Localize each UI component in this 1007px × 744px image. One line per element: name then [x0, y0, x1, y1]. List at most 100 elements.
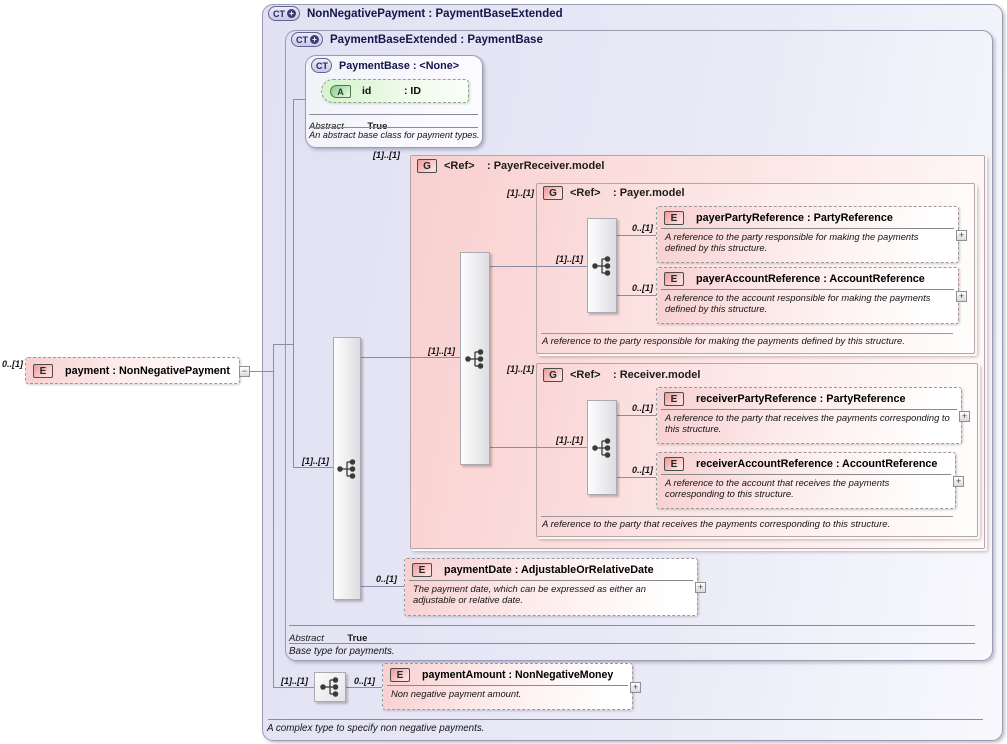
- header-receiver-model[interactable]: G <Ref> : Receiver.model: [543, 368, 700, 382]
- cardinality-sequence-receiver: [1]..[1]: [556, 435, 583, 445]
- group-type: : Receiver.model: [613, 369, 701, 381]
- payer-model-annotation: A reference to the party responsible for…: [542, 336, 905, 347]
- header-nonnegativepayment[interactable]: CT NonNegativePayment : PaymentBaseExten…: [268, 6, 563, 21]
- connector-branch-bottom: [273, 687, 315, 688]
- connector-to-paymentdate: [360, 586, 405, 587]
- box-title: PaymentBase : <None>: [339, 59, 460, 72]
- cardinality-paymentamount: 0..[1]: [354, 676, 376, 686]
- divider: [541, 333, 953, 334]
- cardinality-sequence-payer: [1]..[1]: [556, 254, 583, 264]
- element-description: A reference to the party that receives t…: [665, 412, 950, 434]
- cardinality-sequence-payerreceiver: [1]..[1]: [428, 346, 455, 356]
- complex-type-icon: CT: [268, 6, 300, 21]
- element-description: A reference to the account that receives…: [665, 477, 890, 499]
- divider: [289, 625, 975, 626]
- connector-payment: [250, 371, 274, 372]
- element-title: payerAccountReference : AccountReference: [696, 273, 925, 285]
- cardinality-payer-group: [1]..[1]: [507, 188, 534, 198]
- connector-to-paymentamount: [346, 687, 383, 688]
- element-payerpartyreference[interactable]: E payerPartyReference : PartyReference A…: [656, 206, 967, 263]
- element-receiverpartyreference[interactable]: E receiverPartyReference : PartyReferenc…: [656, 387, 970, 444]
- attribute-name: id: [362, 85, 372, 97]
- divider: [309, 127, 478, 128]
- divider: [409, 580, 693, 581]
- element-icon: E: [664, 392, 684, 406]
- collapse-button[interactable]: −: [239, 366, 250, 377]
- sequence-bar-receiver: [587, 400, 617, 495]
- connector-to-payerpartyreference: [616, 235, 657, 236]
- group-icon: G: [543, 368, 563, 382]
- expand-button[interactable]: +: [956, 230, 967, 241]
- receiver-model-annotation: A reference to the party that receives t…: [542, 519, 891, 530]
- abstract-label: Abstract: [309, 121, 344, 132]
- attribute-id[interactable]: A id : ID: [321, 79, 469, 103]
- group-name: <Ref>: [444, 160, 475, 172]
- cardinality-payment: 0..[1]: [2, 359, 24, 369]
- header-paymentbase[interactable]: CT PaymentBase : <None>: [311, 58, 459, 73]
- element-icon: E: [664, 272, 684, 286]
- cardinality-payerpartyreference: 0..[1]: [632, 223, 654, 233]
- sequence-icon: [592, 437, 611, 458]
- element-description: The payment date, which can be expressed…: [413, 583, 646, 605]
- group-icon: G: [543, 186, 563, 200]
- connector-to-receiveraccountreference: [616, 477, 657, 478]
- plus-circle-icon: [310, 35, 319, 44]
- connector-to-receiver-group: [489, 447, 588, 448]
- connector-to-sequence-bar: [293, 467, 334, 468]
- element-title: receiverPartyReference : PartyReference: [696, 393, 906, 405]
- plus-circle-icon: [287, 9, 296, 18]
- expand-button[interactable]: +: [953, 476, 964, 487]
- element-icon: E: [390, 668, 410, 682]
- cardinality-receiveraccountreference: 0..[1]: [632, 465, 654, 475]
- expand-button[interactable]: +: [695, 582, 706, 593]
- cardinality-receiver-group: [1]..[1]: [507, 364, 534, 374]
- attribute-icon: A: [330, 84, 351, 98]
- nonnegativepayment-annotation: A complex type to specify non negative p…: [267, 723, 485, 734]
- divider: [661, 228, 954, 229]
- attribute-type: : ID: [404, 85, 421, 97]
- header-paymentbaseextended[interactable]: CT PaymentBaseExtended : PaymentBase: [291, 32, 543, 47]
- element-payment[interactable]: E payment : NonNegativePayment −: [25, 357, 250, 384]
- divider: [289, 643, 975, 644]
- abstract-row-paymentbase: Abstract True: [309, 116, 387, 134]
- element-payeraccountreference[interactable]: E payerAccountReference : AccountReferen…: [656, 267, 967, 324]
- element-icon: E: [412, 563, 432, 577]
- element-paymentdate[interactable]: E paymentDate : AdjustableOrRelativeDate…: [404, 558, 706, 616]
- abstract-row-paymentbaseextended: Abstract True: [289, 628, 367, 646]
- expand-button[interactable]: +: [956, 291, 967, 302]
- connector-to-receiverpartyreference: [616, 415, 657, 416]
- abstract-label: Abstract: [289, 633, 324, 644]
- group-name: <Ref>: [570, 369, 601, 381]
- expand-button[interactable]: +: [959, 411, 970, 422]
- cardinality-payeraccountreference: 0..[1]: [632, 283, 654, 293]
- connector-to-paymentbase: [293, 99, 306, 100]
- sequence-icon: [592, 255, 611, 276]
- sequence-icon-box-paymentamount: [314, 672, 346, 702]
- element-title: paymentAmount : NonNegativeMoney: [422, 669, 614, 681]
- cardinality-amount-sequence: [1]..[1]: [281, 676, 308, 686]
- element-receiveraccountreference[interactable]: E receiverAccountReference : AccountRefe…: [656, 452, 964, 509]
- divider: [268, 719, 983, 720]
- paymentbaseextended-annotation: Base type for payments.: [289, 646, 395, 657]
- group-type: : Payer.model: [613, 187, 685, 199]
- divider: [661, 409, 957, 410]
- sequence-icon: [337, 458, 356, 479]
- element-paymentamount[interactable]: E paymentAmount : NonNegativeMoney Non n…: [382, 663, 641, 710]
- group-name: <Ref>: [570, 187, 601, 199]
- expand-button[interactable]: +: [630, 682, 641, 693]
- sequence-bar-paymentbaseextended: [333, 337, 361, 600]
- header-payerreceiver-model[interactable]: G <Ref> : PayerReceiver.model: [417, 159, 604, 173]
- element-title: payerPartyReference : PartyReference: [696, 212, 893, 224]
- header-payer-model[interactable]: G <Ref> : Payer.model: [543, 186, 685, 200]
- cardinality-receiverpartyreference: 0..[1]: [632, 403, 654, 413]
- connector-inner-trunk: [293, 99, 294, 468]
- box-title: PaymentBaseExtended : PaymentBase: [330, 33, 543, 46]
- element-description: Non negative payment amount.: [391, 688, 522, 699]
- abstract-value: True: [347, 633, 368, 644]
- group-icon: G: [417, 159, 437, 173]
- element-icon: E: [664, 211, 684, 225]
- box-title: NonNegativePayment : PaymentBaseExtended: [307, 7, 563, 20]
- complex-type-icon: CT: [291, 32, 323, 47]
- element-icon: E: [664, 457, 684, 471]
